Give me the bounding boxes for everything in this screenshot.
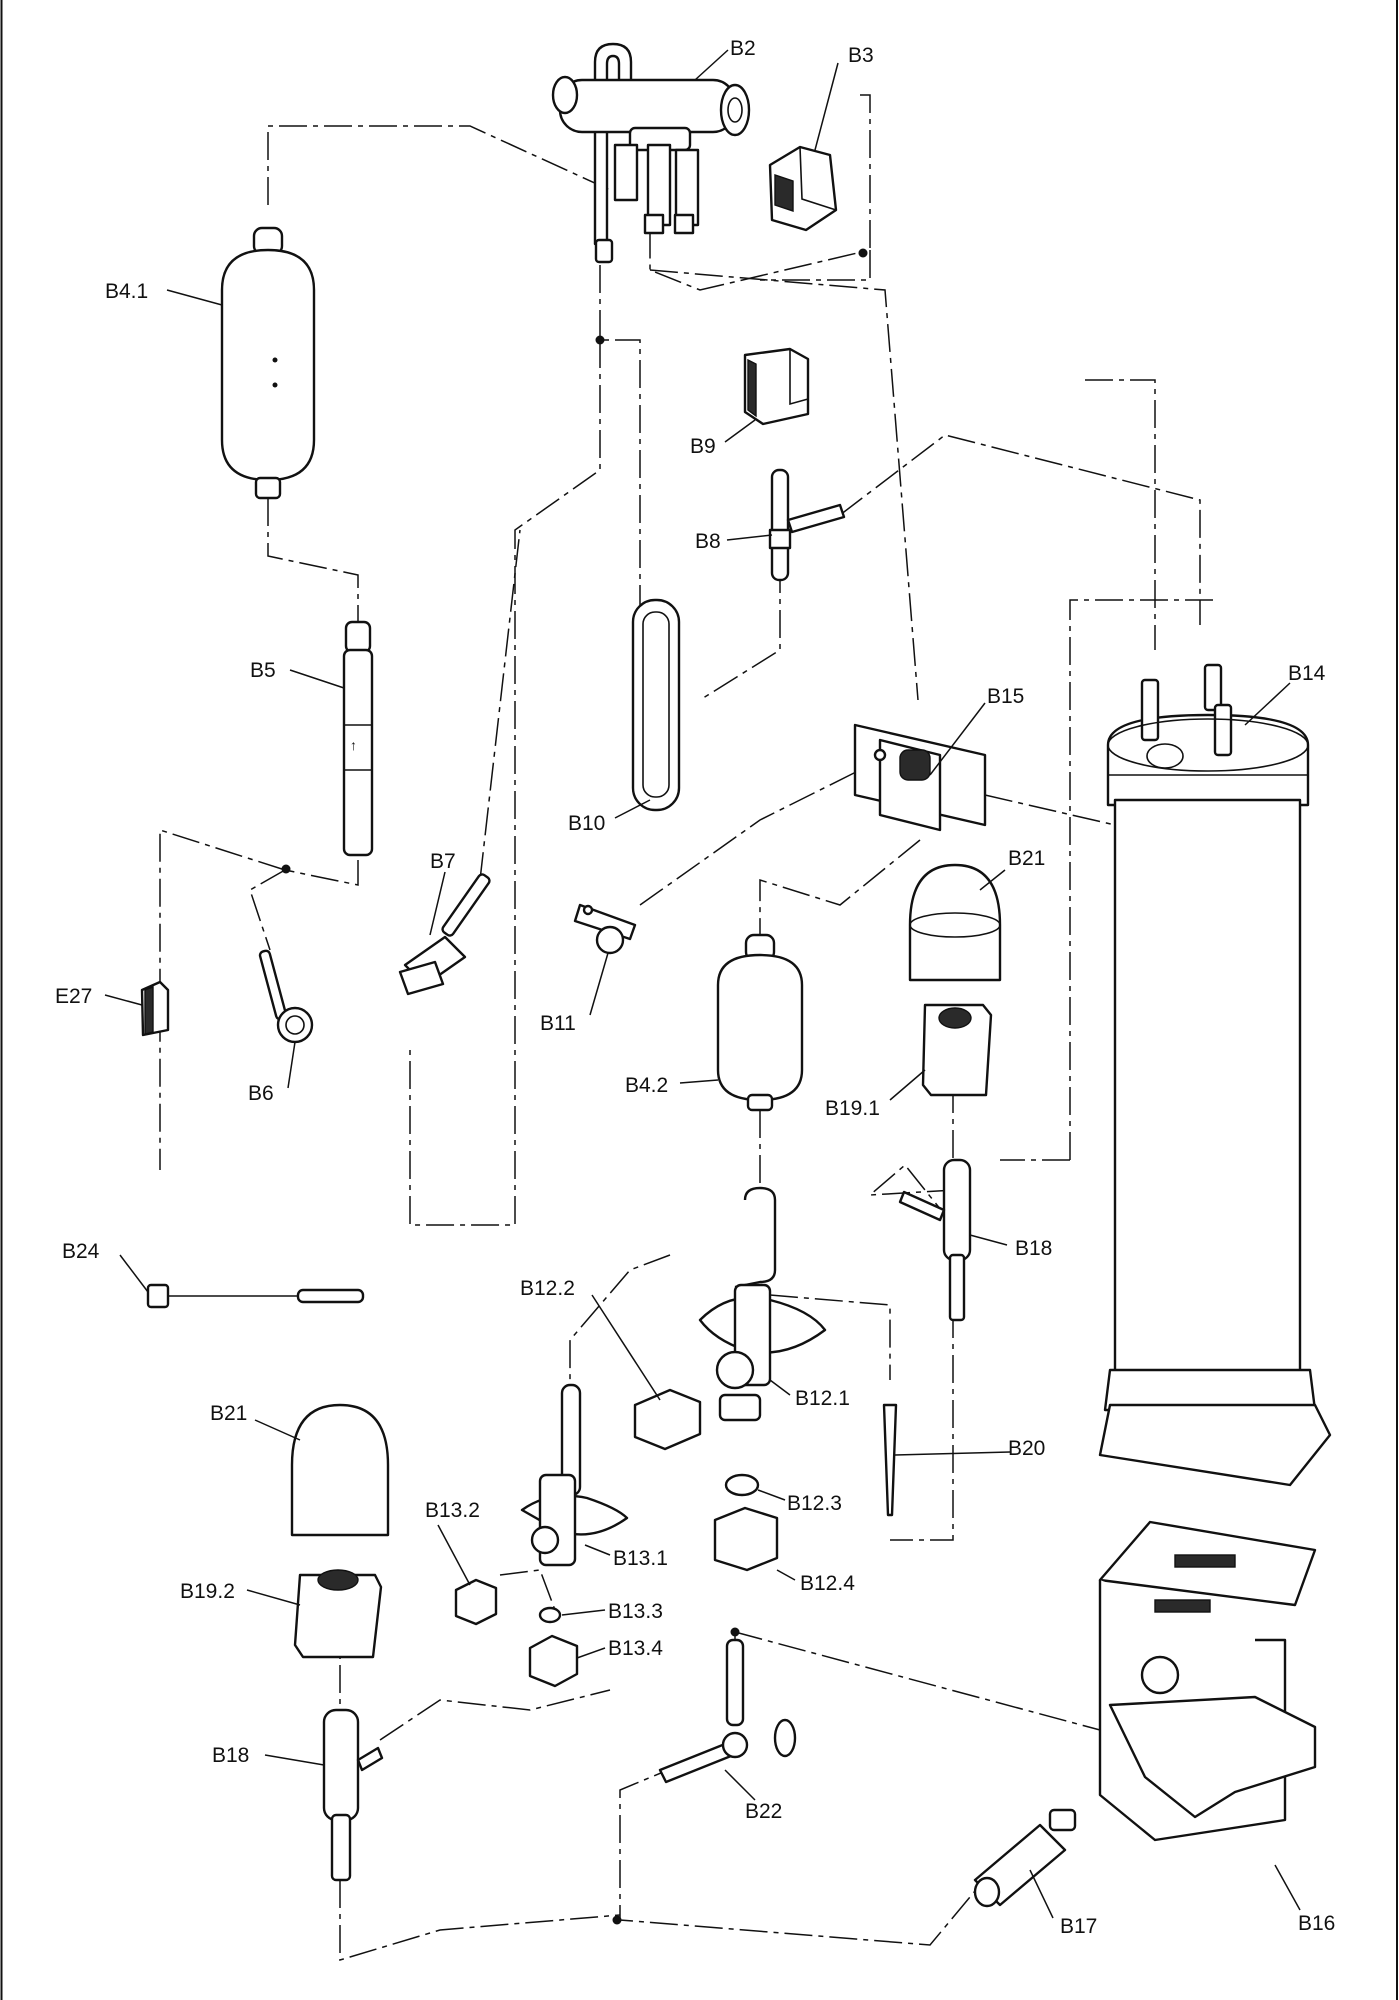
label-b12-3: B12.3 — [787, 1492, 842, 1515]
sensor-b24[interactable] — [146, 1283, 365, 1309]
label-b14: B14 — [1288, 662, 1326, 685]
filter-b5[interactable]: ↑ — [342, 620, 374, 857]
accumulator-b4-2[interactable] — [716, 933, 804, 1112]
label-b15: B15 — [987, 685, 1024, 708]
coil-b19-2[interactable] — [293, 1569, 383, 1659]
valve-b6[interactable] — [258, 949, 314, 1044]
label-b10: B10 — [568, 812, 605, 835]
label-b24: B24 — [62, 1240, 100, 1263]
label-b12-1: B12.1 — [795, 1387, 850, 1410]
label-b18-left: B18 — [212, 1744, 249, 1767]
leader-lines — [104, 49, 1301, 1919]
nut-b12-2[interactable] — [633, 1388, 702, 1451]
frame-b16[interactable] — [1098, 1520, 1317, 1842]
label-b8: B8 — [695, 530, 721, 553]
valve-b22[interactable] — [658, 1638, 797, 1784]
valve-b7[interactable] — [398, 873, 491, 996]
label-b11: B11 — [540, 1012, 576, 1035]
nut-b13-4[interactable] — [528, 1634, 579, 1688]
coil-b9[interactable] — [743, 347, 810, 426]
valve-b8[interactable] — [768, 468, 846, 582]
valve-b13-1[interactable] — [520, 1383, 629, 1567]
label-b13-2: B13.2 — [425, 1499, 480, 1522]
label-b13-4: B13.4 — [608, 1637, 663, 1660]
label-b21-top: B21 — [1008, 847, 1045, 870]
label-b19-1: B19.1 — [825, 1097, 880, 1120]
cap-b21-top[interactable] — [908, 863, 1002, 982]
label-b22: B22 — [745, 1800, 782, 1823]
label-b7: B7 — [430, 850, 456, 873]
label-b20: B20 — [1008, 1437, 1045, 1460]
valve-b12-1[interactable] — [698, 1186, 827, 1422]
connection-lines — [159, 94, 1215, 1962]
cap-b21-left[interactable] — [290, 1403, 390, 1537]
label-b2: B2 — [730, 37, 756, 60]
label-b4-2: B4.2 — [625, 1074, 668, 1097]
bracket-b15[interactable] — [853, 723, 987, 832]
label-b12-2: B12.2 — [520, 1277, 575, 1300]
label-b3: B3 — [848, 44, 874, 67]
label-b19-2: B19.2 — [180, 1580, 235, 1603]
part-labels: B2 B3 B4.1 B9 B8 B5 B14 B15 B10 B21 B7 E… — [55, 37, 1335, 1938]
nut-b12-4[interactable] — [713, 1506, 779, 1572]
label-b12-4: B12.4 — [800, 1572, 855, 1595]
label-b16: B16 — [1298, 1912, 1335, 1935]
label-b17: B17 — [1060, 1915, 1097, 1938]
pin-b20[interactable] — [882, 1403, 898, 1517]
valve-b18-left[interactable] — [322, 1708, 384, 1882]
seal-b12-3[interactable] — [724, 1473, 760, 1497]
filter-b17[interactable] — [973, 1808, 1077, 1908]
four-way-valve-b2[interactable] — [551, 42, 751, 264]
tank-b14[interactable] — [1098, 663, 1332, 1487]
valve-b11[interactable] — [573, 903, 637, 955]
accumulator-b4-1[interactable] — [220, 226, 316, 500]
nut-b13-2[interactable] — [454, 1578, 498, 1626]
svg-text:↑: ↑ — [350, 737, 357, 753]
clip-e27[interactable] — [140, 980, 170, 1037]
coil-b3[interactable] — [768, 145, 838, 232]
label-b21-left: B21 — [210, 1402, 247, 1425]
label-b5: B5 — [250, 659, 276, 682]
label-b4-1: B4.1 — [105, 280, 148, 303]
junction-dots — [281, 248, 868, 1925]
seal-b13-3[interactable] — [538, 1606, 562, 1624]
tube-b10[interactable] — [631, 598, 681, 812]
label-b13-1: B13.1 — [613, 1547, 668, 1570]
label-b18-right: B18 — [1015, 1237, 1052, 1260]
label-b9: B9 — [690, 435, 716, 458]
label-b13-3: B13.3 — [608, 1600, 663, 1623]
coil-b19-1[interactable] — [921, 1003, 993, 1097]
valve-b18-right[interactable] — [898, 1158, 972, 1322]
label-e27: E27 — [55, 985, 92, 1008]
label-b6: B6 — [248, 1082, 274, 1105]
